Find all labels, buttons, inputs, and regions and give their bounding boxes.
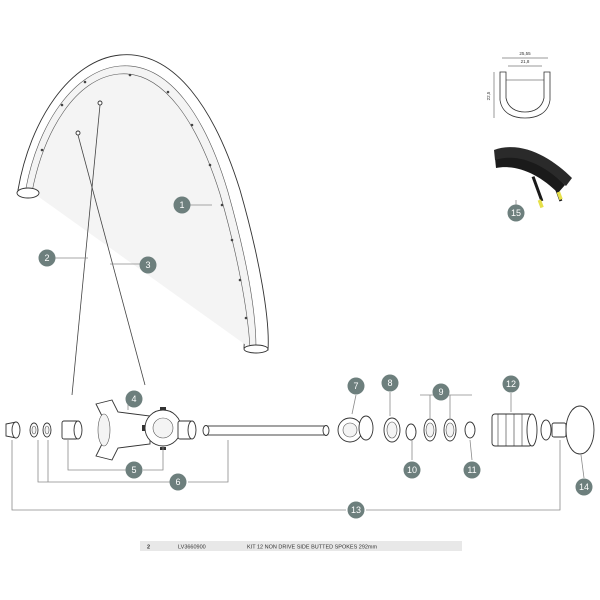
leader-lines [11,200,585,511]
callout-8-label: 8 [387,378,392,388]
callout-1: 1 [173,196,191,214]
callout-12-label: 12 [506,379,516,389]
callout-15-label: 15 [511,208,521,218]
callout-3-label: 3 [145,260,150,270]
callout-7-label: 7 [353,381,358,391]
callout-8: 8 [381,374,399,392]
parts-table: 2 LV3660900 KIT 12 NON DRIVE SIDE BUTTED… [140,541,462,551]
callout-14: 14 [575,478,593,496]
callout-3: 3 [139,256,157,274]
callout-9-label: 9 [438,387,443,397]
spokes-drawing [71,100,146,396]
callout-2: 2 [38,249,56,267]
callout-6: 6 [169,473,187,491]
parts-table-ref: 2 [147,545,150,551]
callout-11-label: 11 [467,465,476,475]
callout-1-label: 1 [179,200,184,210]
callout-10: 10 [403,461,421,479]
callout-4: 4 [125,390,143,408]
callout-5: 5 [125,461,143,479]
rim-drawing [16,54,269,354]
parts-table-code: LV3660900 [178,545,206,551]
callout-2-label: 2 [44,253,49,263]
parts-table-description: KIT 12 NON DRIVE SIDE BUTTED SPOKES 292m… [247,545,378,551]
tubeless-valve-kit [494,147,572,209]
rim-outer-width: 25,55 [519,51,531,56]
callout-9: 9 [432,383,450,401]
rim-profile-inset: 25,55 21,8 22,5 [486,51,551,119]
callout-14-label: 14 [579,482,589,492]
rim-inner-width: 21,8 [521,59,530,64]
callout-13: 13 [347,501,365,519]
callout-10-label: 10 [407,465,417,475]
rim-height: 22,5 [486,91,491,100]
callout-13-label: 13 [351,505,361,515]
callout-15: 15 [507,204,525,222]
hub-assembly [5,399,595,461]
callout-5-label: 5 [131,465,136,475]
callout-7: 7 [347,377,365,395]
callout-11: 11 [463,461,481,479]
callout-12: 12 [502,375,520,393]
parts-table-row-bg [140,541,462,551]
callout-6-label: 6 [175,477,180,487]
callout-4-label: 4 [131,394,136,404]
